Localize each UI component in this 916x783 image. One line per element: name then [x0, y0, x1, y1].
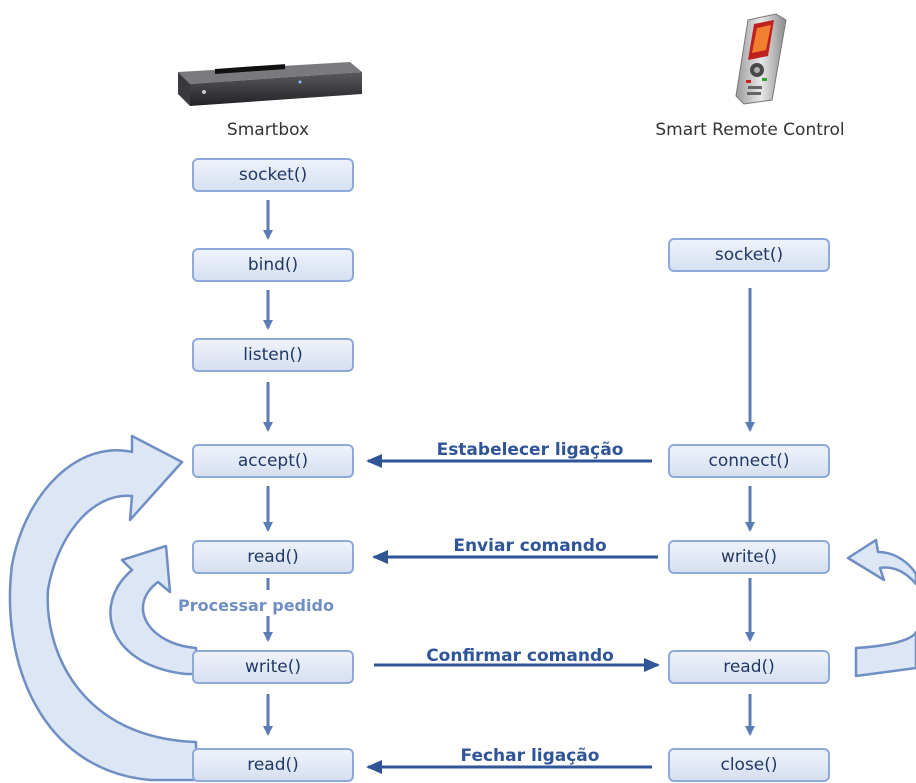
remote-step-write: write() [668, 540, 830, 574]
message-arrows [366, 454, 660, 774]
remote-caption: Smart Remote Control [655, 120, 845, 140]
processing-note: Processar pedido [178, 596, 334, 615]
set-top-box-icon [178, 62, 362, 106]
smartbox-step-accept: accept() [192, 444, 354, 478]
remote-step-connect: connect() [668, 444, 830, 478]
message-label-close: Fechar ligação [460, 746, 600, 766]
smartbox-step-write: write() [192, 650, 354, 684]
smartbox-step-socket: socket() [192, 158, 354, 192]
outer-loop-arrow [8, 434, 198, 782]
message-label-establish: Estabelecer ligação [436, 440, 624, 460]
smartbox-step-read: read() [192, 540, 354, 574]
message-label-confirm: Confirmar comando [426, 646, 614, 666]
smartbox-caption: Smartbox [226, 120, 310, 140]
smartbox-step-listen: listen() [192, 338, 354, 372]
inner-loop-arrow-left [109, 544, 198, 676]
loop-arrow-right [846, 538, 916, 678]
remote-step-read: read() [668, 650, 830, 684]
remote-step-socket: socket() [668, 238, 830, 272]
remote-step-close: close() [668, 748, 830, 782]
message-label-send: Enviar comando [453, 536, 607, 556]
mobile-phone-icon [735, 13, 787, 105]
smartbox-step-read-final: read() [192, 748, 354, 782]
smartbox-step-bind: bind() [192, 248, 354, 282]
